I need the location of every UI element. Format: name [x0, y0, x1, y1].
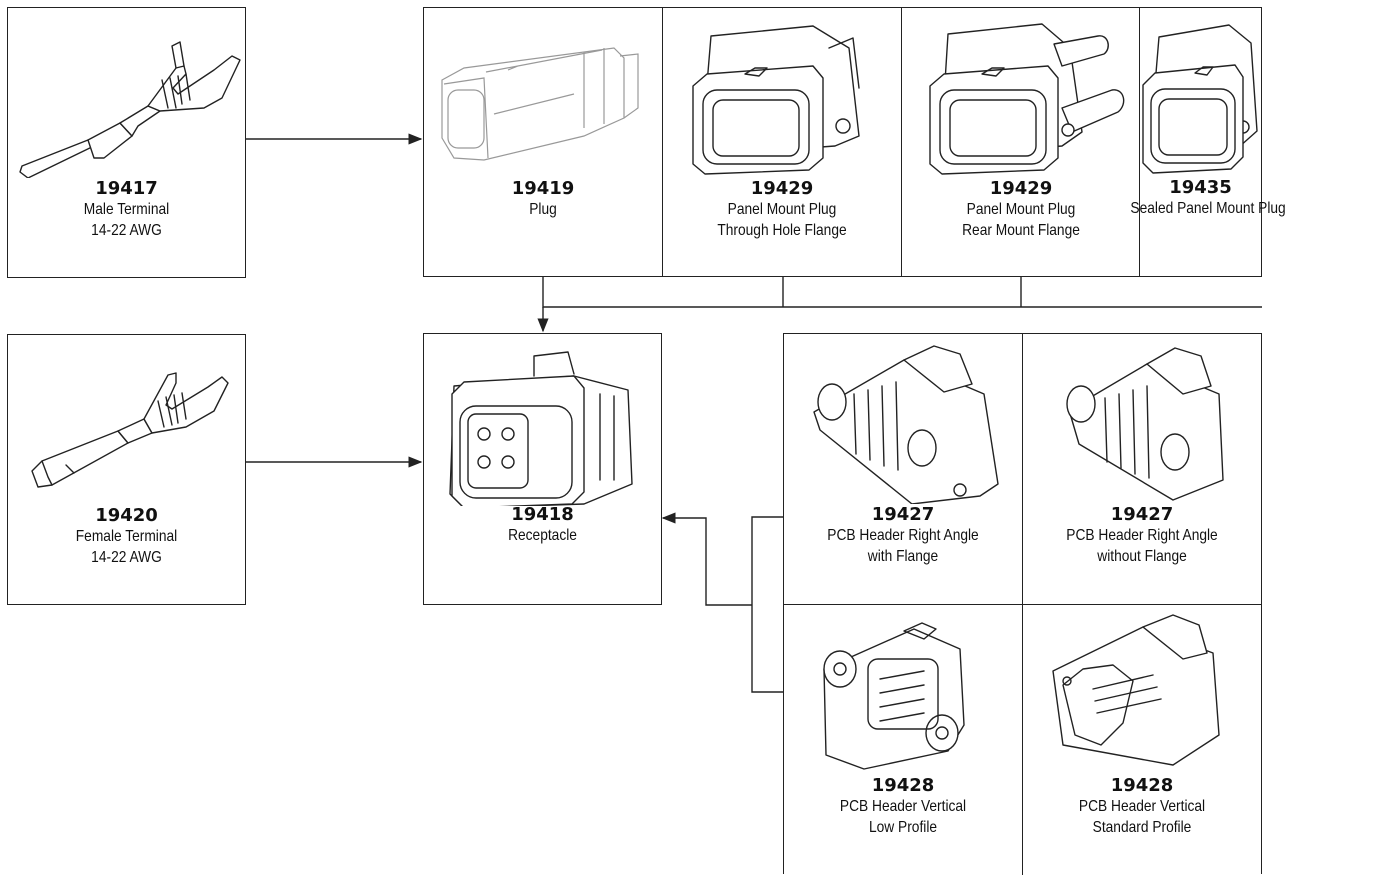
receptacle-box: 19418 Receptacle: [423, 333, 662, 605]
bracket-headers: [751, 516, 783, 693]
panel-rear-part-number: 19429: [989, 178, 1053, 199]
sealed-panel-line1: Sealed Panel Mount Plug: [1130, 200, 1286, 217]
plug-cell: 19419 Plug: [424, 8, 662, 276]
panel-through-line2: Through Hole Flange: [717, 222, 847, 239]
pcb-v-low-line1: PCB Header Vertical: [839, 798, 967, 815]
pcb-ra-flange-cell: 19427 PCB Header Right Angle with Flange: [784, 334, 1022, 604]
pcb-header-right-angle-flange-drawing-icon: [813, 345, 999, 504]
plug-drawing-icon: [441, 47, 639, 161]
pcb-ra-noflange-cell: 19427 PCB Header Right Angle without Fla…: [1023, 334, 1261, 604]
female-terminal-line1: Female Terminal: [75, 528, 178, 545]
pcb-v-std-line2: Standard Profile: [1092, 819, 1192, 836]
sealed-panel-mount-drawing-icon: [1142, 24, 1258, 174]
pcb-v-low-cell: 19428 PCB Header Vertical Low Profile: [784, 605, 1022, 875]
pcb-v-std-line1: PCB Header Vertical: [1078, 798, 1206, 815]
sealed-panel-part-number: 19435: [1169, 177, 1232, 198]
plug-group-box: 19419 Plug 19429 Panel Mount Plug Throug…: [423, 7, 1262, 277]
bus-line-plugs: [542, 277, 1262, 308]
male-terminal-box: 19417 Male Terminal 14-22 AWG: [7, 7, 246, 278]
panel-mount-through-hole-drawing-icon: [692, 25, 860, 175]
female-terminal-drawing-icon: [31, 372, 229, 488]
female-terminal-line2: 14-22 AWG: [91, 549, 162, 566]
panel-rear-cell: 19429 Panel Mount Plug Rear Mount Flange: [902, 8, 1140, 276]
male-terminal-line1: Male Terminal: [83, 201, 170, 218]
receptacle-part-number: 19418: [511, 504, 574, 525]
female-terminal-part-number: 19420: [95, 505, 158, 526]
female-terminal-box: 19420 Female Terminal 14-22 AWG: [7, 334, 246, 605]
panel-mount-rear-drawing-icon: [929, 23, 1125, 175]
male-terminal-part-number: 19417: [95, 178, 158, 199]
pcb-ra-noflange-line1: PCB Header Right Angle: [1066, 527, 1218, 544]
pcb-ra-noflange-line2: without Flange: [1097, 548, 1187, 565]
pcb-header-group-box: 19427 PCB Header Right Angle with Flange…: [783, 333, 1262, 875]
sealed-panel-content: 19435 Sealed Panel Mount Plug: [1130, 7, 1286, 277]
pcb-header-vertical-standard-profile-drawing-icon: [1052, 614, 1220, 766]
pcb-header-right-angle-no-flange-drawing-icon: [1066, 347, 1224, 501]
male-terminal-drawing-icon: [19, 41, 241, 178]
pcb-ra-flange-line2: with Flange: [867, 548, 939, 565]
pcb-v-std-cell: 19428 PCB Header Vertical Standard Profi…: [1023, 605, 1261, 875]
pcb-v-low-part-number: 19428: [871, 775, 935, 796]
pcb-ra-flange-line1: PCB Header Right Angle: [827, 527, 979, 544]
plug-line1: Plug: [529, 201, 557, 218]
pcb-v-low-line2: Low Profile: [868, 819, 938, 836]
pcb-ra-noflange-part-number: 19427: [1110, 504, 1174, 525]
panel-through-cell: 19429 Panel Mount Plug Through Hole Flan…: [663, 8, 901, 276]
panel-through-part-number: 19429: [750, 178, 814, 199]
receptacle-line1: Receptacle: [508, 527, 577, 544]
panel-rear-line1: Panel Mount Plug: [966, 201, 1076, 218]
panel-through-line1: Panel Mount Plug: [727, 201, 837, 218]
male-terminal-line2: 14-22 AWG: [91, 222, 162, 239]
pcb-v-std-part-number: 19428: [1110, 775, 1174, 796]
receptacle-drawing-icon: [449, 351, 633, 506]
panel-rear-line2: Rear Mount Flange: [962, 222, 1080, 239]
plug-part-number: 19419: [511, 178, 575, 199]
arrow-headers-to-receptacle: [661, 512, 752, 606]
pcb-header-vertical-low-profile-drawing-icon: [823, 622, 965, 770]
pcb-ra-flange-part-number: 19427: [871, 504, 935, 525]
